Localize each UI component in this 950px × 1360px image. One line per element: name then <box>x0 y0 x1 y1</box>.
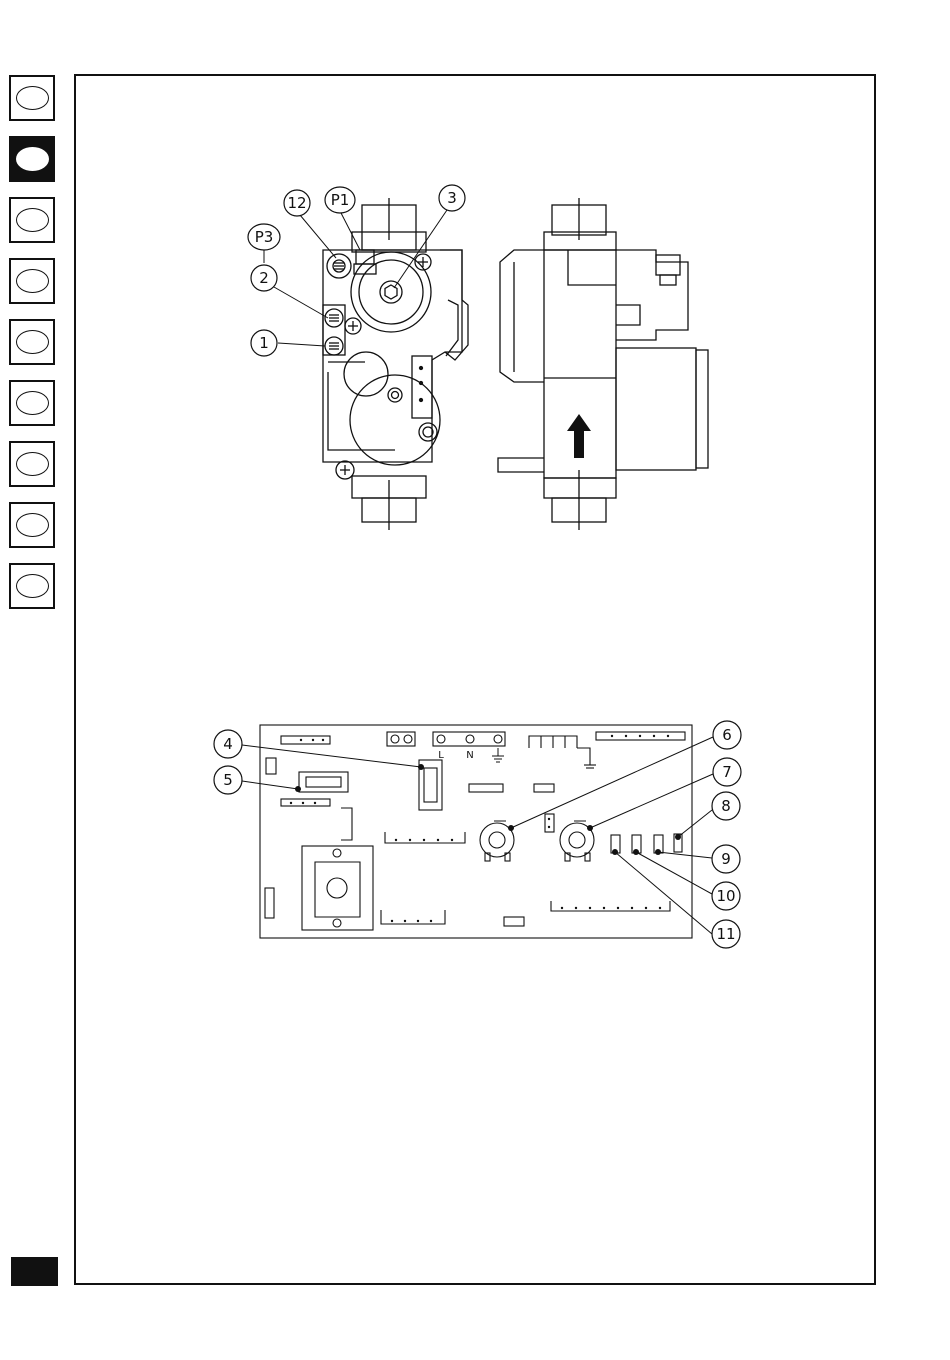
pcb-outline <box>260 725 692 938</box>
terminal-live-label: L <box>438 750 444 761</box>
page-footer-marker <box>11 1257 58 1286</box>
earth-symbol <box>492 748 504 762</box>
callout-11: 11 <box>716 925 735 943</box>
callout-5: 5 <box>223 771 233 789</box>
callout-10: 10 <box>716 887 735 905</box>
callout-9: 9 <box>721 850 731 868</box>
callout-6: 6 <box>722 726 732 744</box>
callout-8: 8 <box>721 797 731 815</box>
callout-7: 7 <box>722 763 732 781</box>
terminal-neutral-label: N <box>466 750 473 761</box>
callout-4: 4 <box>223 735 233 753</box>
